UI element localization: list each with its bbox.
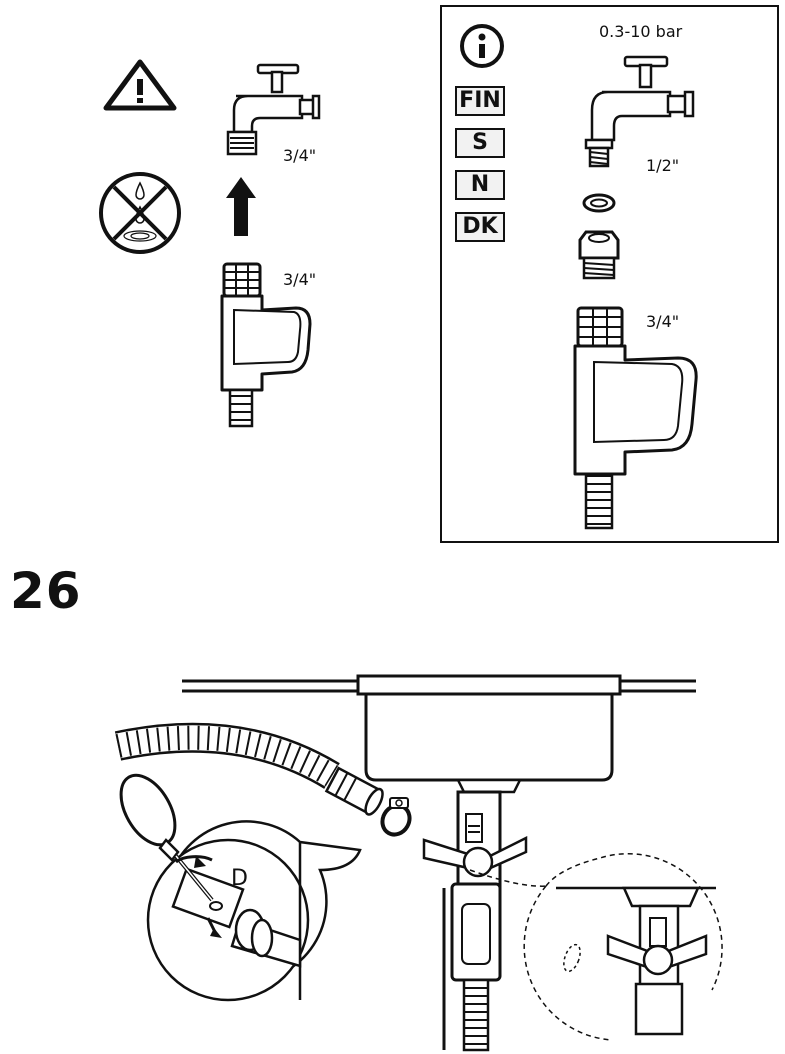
- country-code-dk: DK: [455, 212, 505, 242]
- detail-bubble-drain: [523, 833, 723, 1041]
- step-number: 26: [10, 562, 82, 620]
- water-tap-illustration: [226, 63, 321, 156]
- country-code-n: N: [455, 170, 505, 200]
- hose-connector-size-label: 3/4": [283, 270, 317, 289]
- country-code-fin: FIN: [455, 86, 505, 116]
- arrow-up-icon: [226, 177, 256, 236]
- info-panel: [440, 5, 779, 543]
- country-code-s: S: [455, 128, 505, 158]
- rotate-arrow-icon: [175, 855, 213, 868]
- hose-connector-illustration: [220, 262, 312, 428]
- hose-connector-right-illustration: [573, 306, 698, 530]
- warning-triangle-icon: [103, 59, 177, 111]
- hose-connector-size-right-label: 3/4": [646, 312, 680, 331]
- hose-clamp: [380, 797, 412, 837]
- tap-thread-size-right-label: 1/2": [646, 156, 680, 175]
- info-icon: [460, 24, 504, 68]
- drain-hose: [114, 722, 384, 816]
- tap-thread-size-label: 3/4": [283, 146, 317, 165]
- arrow-down-icon: [206, 917, 222, 938]
- water-tap-right-illustration: [584, 55, 695, 168]
- no-water-icon: [99, 172, 181, 254]
- sink-basin: [356, 674, 622, 794]
- countertop: [182, 679, 696, 693]
- detail-label-d: D: [231, 866, 248, 891]
- drain-pipe: [422, 790, 528, 1052]
- screwdriver: [119, 773, 214, 902]
- thread-adapter: [578, 230, 620, 280]
- detail-bubble-clamp: [146, 820, 362, 1002]
- pressure-label: 0.3-10 bar: [599, 22, 683, 41]
